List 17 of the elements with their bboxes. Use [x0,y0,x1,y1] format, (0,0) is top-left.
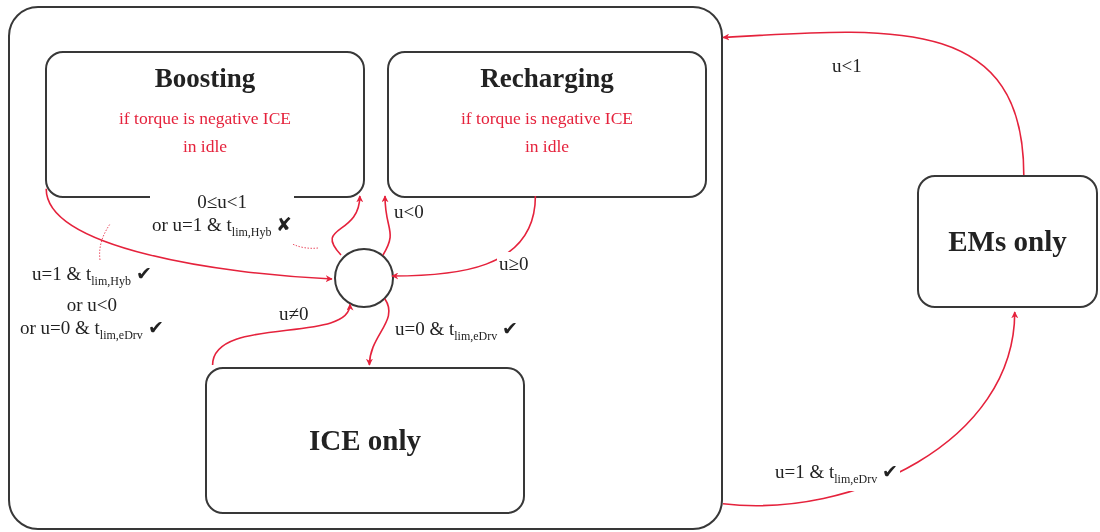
state-note: if torque is negative ICE in idle [117,107,292,158]
state-box [917,175,1098,308]
state-title: Boosting [153,63,257,94]
state-note: if torque is negative ICE in idle [459,107,634,158]
state-box [205,367,525,514]
state-title: ICE only [309,424,421,457]
arrow [366,298,390,366]
junction-circle [334,248,394,308]
arrow [722,31,1025,176]
state-title: EMs only [948,225,1067,258]
state-box [387,51,707,198]
arrow [211,303,352,366]
arrow [45,187,333,283]
arrow [331,195,363,256]
arrow [391,195,537,280]
state-title: Recharging [479,63,615,94]
arrow [381,195,391,256]
